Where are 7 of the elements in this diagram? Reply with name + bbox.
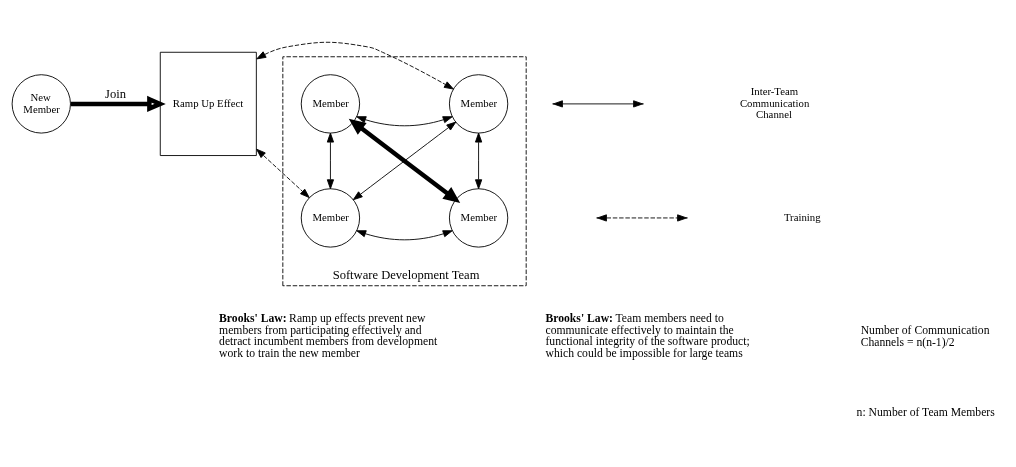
label: n: Number of Team Members	[856, 405, 995, 419]
label: Number of Communication Channels = n(n-1)/2	[860, 323, 990, 349]
legend-label: Inter-Team Communication Channel	[739, 84, 810, 120]
label: Brooks' Law: Team members need to communicate effectively to maintain the functional integrity of the software product; which could be impossible for large teams	[545, 311, 750, 360]
label: Brooks' Law: Ramp up effects prevent new members from participating effectively and detract incumbent members from development work to train the new member	[219, 311, 438, 360]
legend-label: Training	[783, 210, 821, 223]
edge-label: Join	[105, 86, 126, 101]
